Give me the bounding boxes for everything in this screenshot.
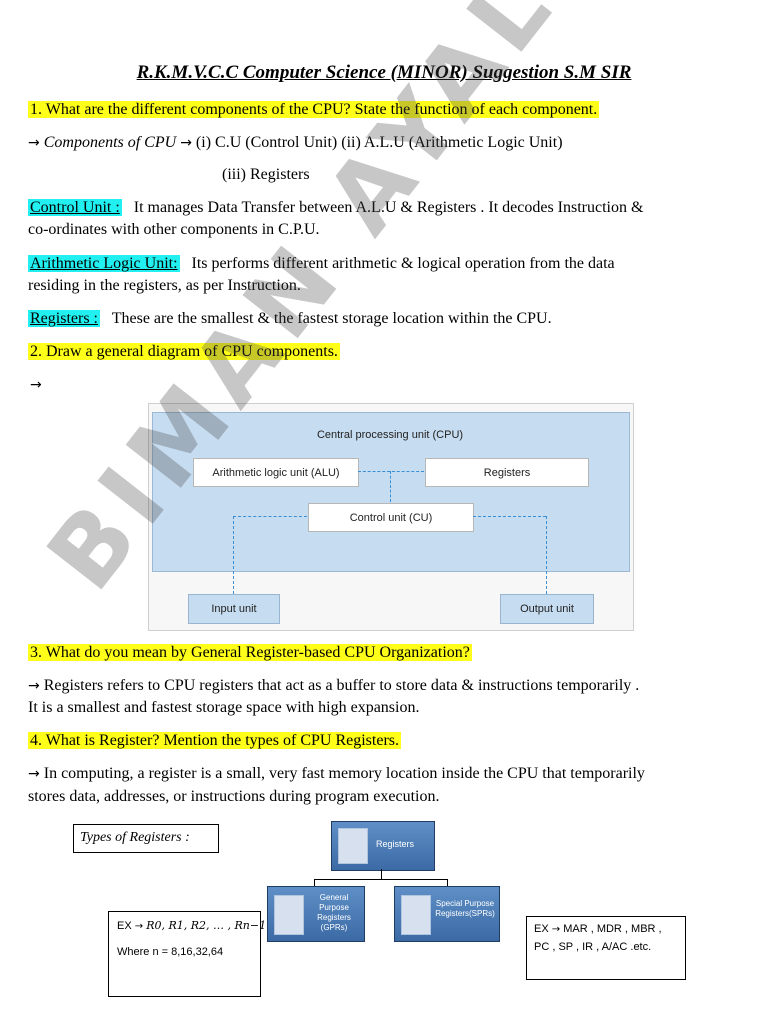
right-arrow-icon: →: [30, 377, 42, 393]
register-icon: [338, 828, 368, 864]
output-connector: [546, 516, 547, 594]
alu-box: Arithmetic logic unit (ALU): [193, 458, 359, 487]
output-unit-box: Output unit: [500, 594, 594, 624]
cu-input-connector: [233, 516, 307, 517]
right-arrow-icon: →: [134, 921, 144, 932]
alu-def: Arithmetic Logic Unit: Its performs diff…: [28, 255, 615, 272]
gpr-example-line-2: Where n = 8,16,32,64: [117, 946, 224, 958]
answer-4-line-1: → In computing, a register is a small, v…: [28, 765, 645, 782]
cu-output-connector: [473, 516, 546, 517]
tree-connector: [381, 869, 382, 879]
spr-label: Special Purpose Registers(SPRs): [435, 899, 495, 918]
spr-example-line-1: EX → MAR , MDR , MBR ,: [534, 923, 662, 935]
tree-connector: [447, 879, 448, 886]
register-icon: [401, 895, 431, 935]
components-line-2: (iii) Registers: [222, 166, 310, 183]
gpr-example-box: [108, 911, 261, 997]
cpu-block: [152, 412, 630, 572]
gpr-example-line-1: EX → R0, R1, R2, … , Rn−1: [117, 919, 267, 932]
registers-def: Registers : These are the smallest & the…: [28, 310, 552, 327]
registers-root-label: Registers: [376, 839, 415, 849]
answer-3-line-1: → Registers refers to CPU registers that…: [28, 677, 640, 694]
spr-example-box: [526, 916, 686, 980]
spr-example-line-2: PC , SP , IR , A/AC .etc.: [534, 941, 652, 953]
control-unit-box: Control unit (CU): [308, 503, 474, 532]
cu-connector: [390, 471, 391, 502]
right-arrow-icon: →: [28, 135, 40, 151]
page-title: R.K.M.V.C.C Computer Science (MINOR) Sug…: [136, 62, 632, 83]
alu-def-cont: residing in the registers, as per Instru…: [28, 277, 301, 294]
answer-3-line-2: It is a smallest and fastest storage spa…: [28, 699, 420, 716]
question-2: 2. Draw a general diagram of CPU compone…: [28, 343, 340, 360]
tree-connector: [314, 879, 448, 880]
register-icon: [274, 895, 304, 935]
answer-4-line-2: stores data, addresses, or instructions …: [28, 788, 440, 805]
control-unit-def-cont: co-ordinates with other components in C.…: [28, 221, 320, 238]
right-arrow-icon: →: [28, 766, 40, 782]
types-label-box: [73, 824, 219, 853]
tree-connector: [314, 879, 315, 886]
spr-box: Special Purpose Registers(SPRs): [394, 886, 500, 942]
types-label: Types of Registers :: [80, 830, 190, 845]
question-1: 1. What are the different components of …: [28, 101, 600, 118]
registers-box: Registers: [425, 458, 589, 487]
control-unit-def: Control Unit : It manages Data Transfer …: [28, 199, 644, 216]
question-3: 3. What do you mean by General Register-…: [28, 644, 472, 661]
registers-root-box: Registers: [331, 821, 435, 871]
right-arrow-icon: →: [551, 924, 561, 935]
question-4: 4. What is Register? Mention the types o…: [28, 732, 401, 749]
right-arrow-icon: →: [180, 135, 192, 151]
input-connector: [233, 516, 234, 594]
right-arrow-icon: →: [28, 678, 40, 694]
gpr-box: General Purpose Registers (GPRs): [267, 886, 365, 942]
alu-registers-connector: [358, 471, 424, 472]
input-unit-box: Input unit: [188, 594, 280, 624]
gpr-label: General Purpose Registers (GPRs): [317, 893, 351, 932]
components-line-1: → Components of CPU → (i) C.U (Control U…: [28, 134, 563, 151]
cpu-title: Central processing unit (CPU): [316, 429, 464, 441]
